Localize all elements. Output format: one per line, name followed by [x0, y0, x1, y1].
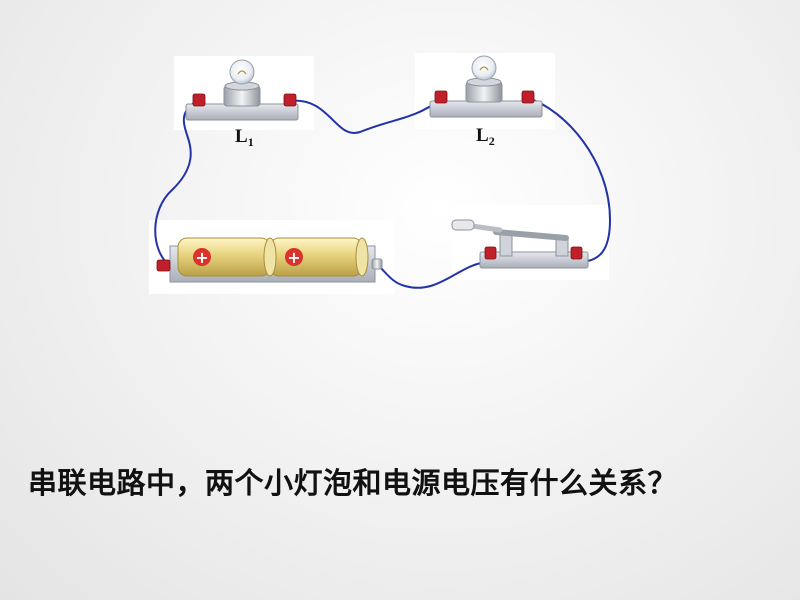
wire-lamp1-lamp2	[288, 99, 441, 134]
wire-switch-battery	[376, 261, 491, 289]
wires	[154, 97, 612, 289]
terminal-icon	[484, 246, 583, 260]
lamp2-label-letter: L	[476, 125, 489, 146]
lamp1-label: L1	[235, 126, 254, 150]
battery-plus-2: +	[287, 248, 300, 267]
lamp1-label-letter: L	[235, 126, 248, 147]
terminal-icon	[192, 93, 297, 107]
lamp2-label: L2	[476, 125, 495, 149]
terminal-icon	[434, 90, 535, 104]
question-text: 串联电路中，两个小灯泡和电源电压有什么关系？	[28, 466, 678, 500]
battery	[156, 237, 383, 283]
lamp-icon	[229, 59, 255, 85]
wire-lamp2-switch	[527, 97, 612, 263]
lamp1-label-sub: 1	[247, 135, 254, 149]
lamp-icon	[471, 55, 497, 81]
lamp2	[429, 55, 543, 118]
battery-plus-1: +	[195, 248, 208, 267]
switch	[451, 219, 589, 269]
lamp2-label-sub: 2	[488, 134, 495, 148]
lamp1	[185, 59, 299, 121]
terminal-icon	[156, 259, 171, 272]
battery-icon	[177, 237, 271, 277]
wire-battery-lamp1	[154, 100, 198, 267]
